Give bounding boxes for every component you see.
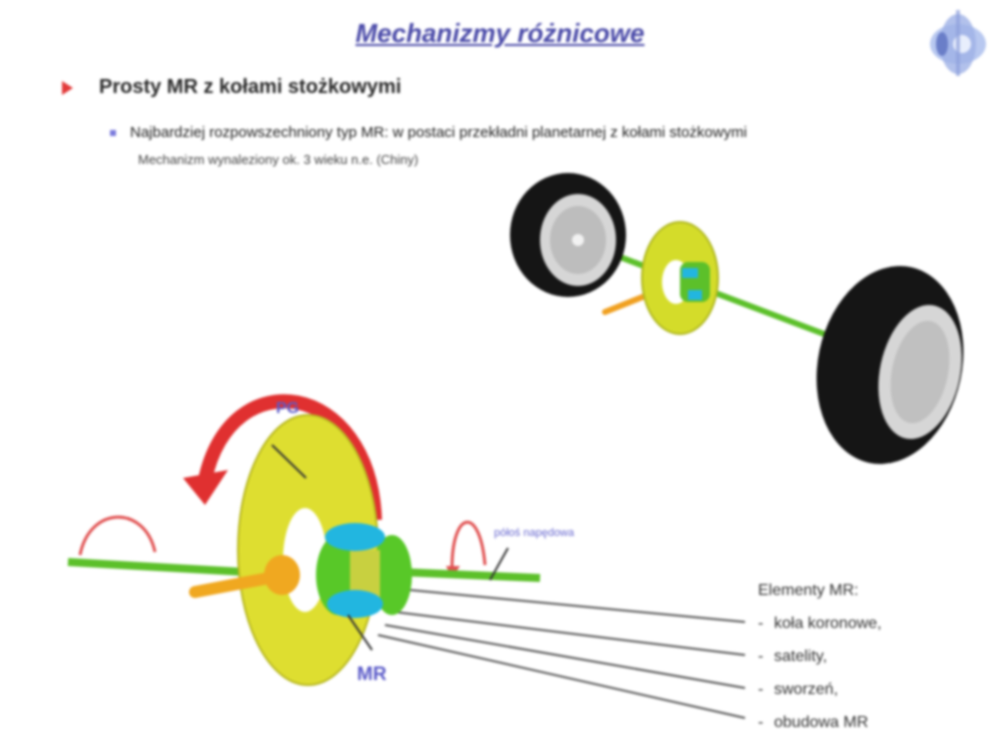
left-wheel-icon [510, 173, 626, 297]
university-logo-icon [930, 10, 986, 76]
rotation-arrow-right [450, 520, 487, 569]
axle-right [399, 568, 541, 582]
elements-list: Elementy MR: -koła koronowe, -satelity, … [758, 574, 882, 739]
elements-item: -koła koronowe, [758, 615, 882, 632]
elements-heading: Elementy MR: [758, 582, 859, 599]
leader-lines [377, 589, 746, 719]
slide-title: Mechanizmy różnicowe [355, 18, 645, 48]
square-bullet-icon [110, 129, 116, 136]
rotation-arrow-large [198, 394, 382, 521]
subnote-text: Mechanizm wynaleziony ok. 3 wieku n.e. (… [138, 152, 419, 167]
bullet-level2: Najbardziej rozpowszechniony typ MR: w p… [110, 124, 747, 141]
bullet-level1-text: Prosty MR z kołami stożkowymi [99, 76, 402, 98]
bullet-level2-text: Najbardziej rozpowszechniony typ MR: w p… [130, 124, 747, 141]
rotation-arrow-left [78, 515, 157, 556]
differential-mr [316, 523, 412, 618]
label-mr: MR [357, 664, 387, 685]
elements-item: -sworzeń, [758, 681, 839, 698]
right-wheel-icon [816, 266, 964, 464]
elements-item: -satelity, [758, 648, 828, 665]
elements-item: -obudowa MR [758, 714, 869, 731]
red-arrow-bullet-icon [62, 80, 73, 95]
ring-gear-small [641, 221, 719, 335]
bullet-level1: Prosty MR z kołami stożkowymi [62, 76, 401, 99]
label-pg: PG [276, 400, 300, 417]
label-half-shaft: półoś napędowa [494, 527, 575, 539]
